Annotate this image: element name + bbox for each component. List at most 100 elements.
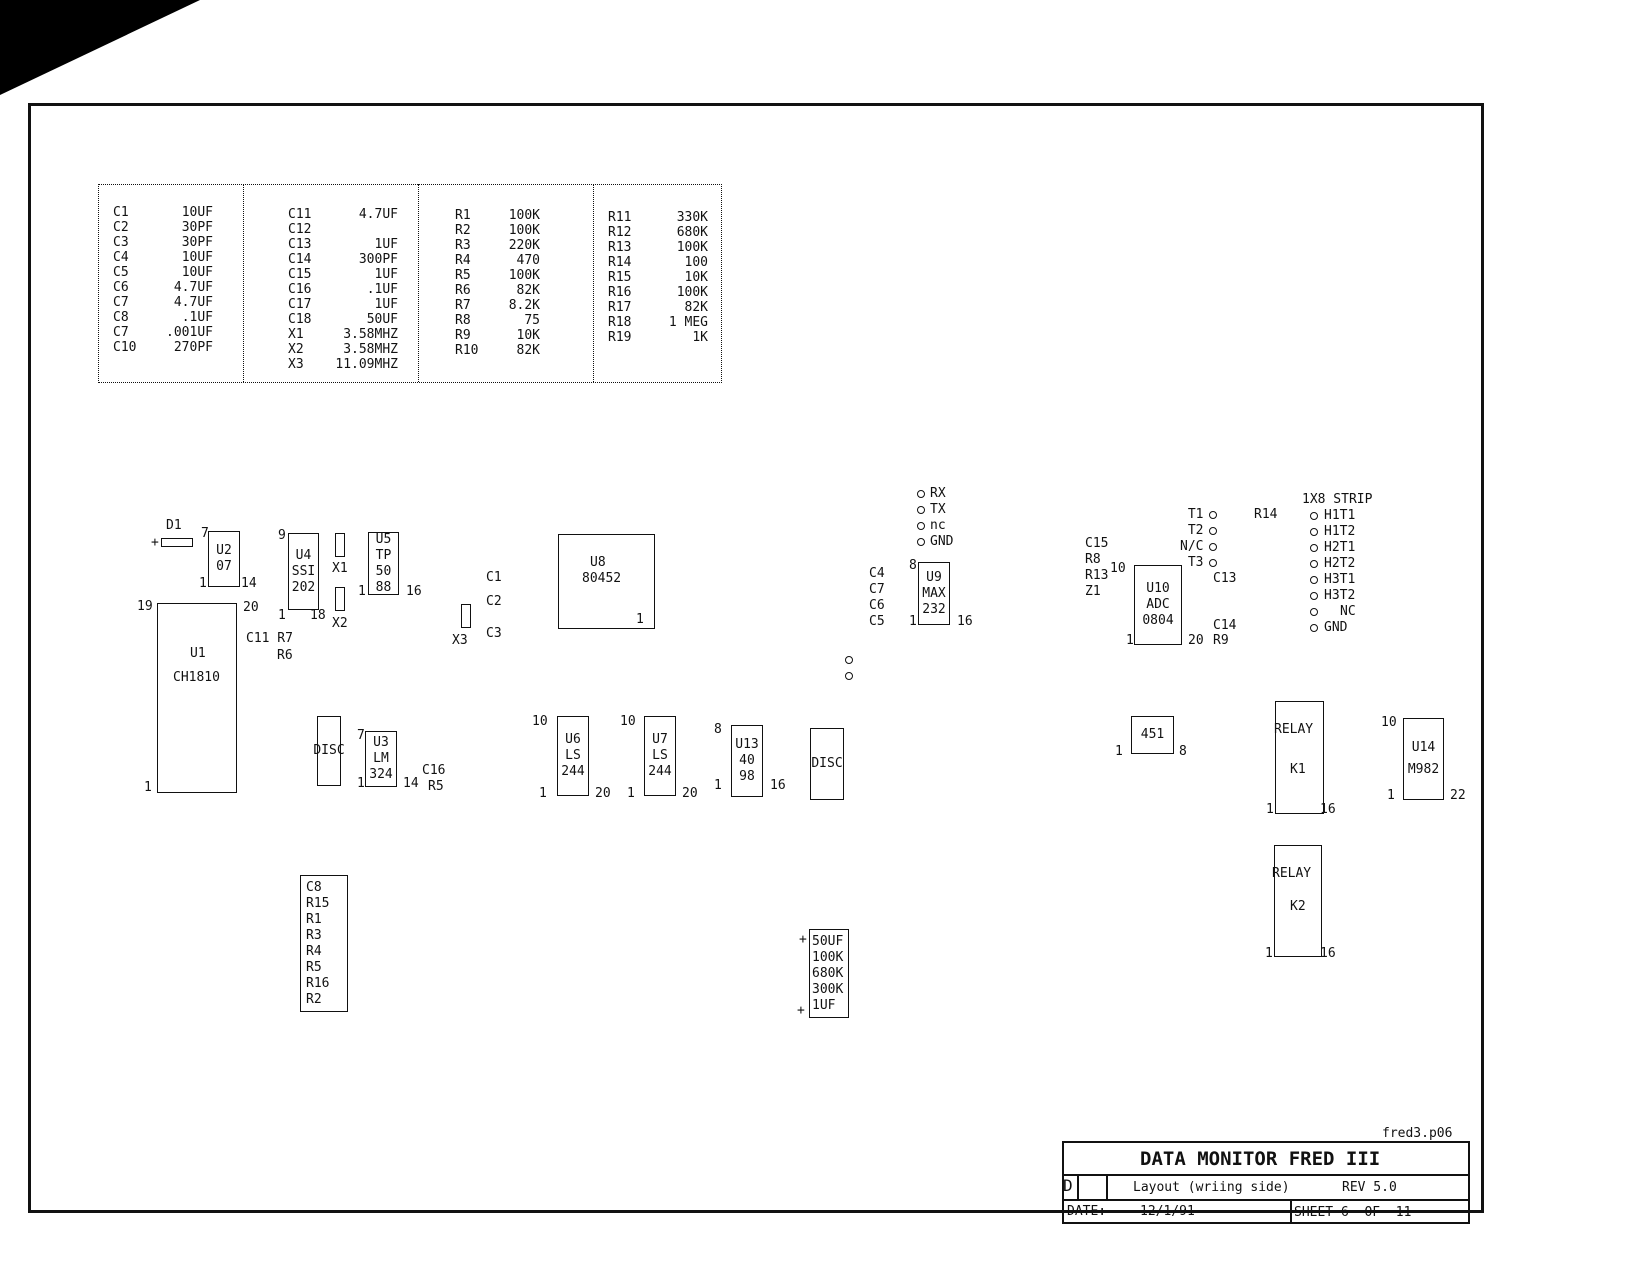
- u1-pin19: 19: [137, 599, 153, 614]
- u4-chip: U4 SSI 202: [288, 533, 319, 610]
- bom-value: 11.09MHZ: [335, 357, 398, 372]
- date-label: DATE:: [1067, 1204, 1107, 1219]
- bom-value: 10K: [684, 270, 708, 285]
- u6-chip: U6 LS 244: [557, 716, 589, 796]
- strip-pin-label: NC: [1340, 604, 1356, 619]
- u6-label: U6: [565, 732, 581, 747]
- strip-pad: [1310, 607, 1318, 616]
- u14-pin1: 1: [1387, 788, 1395, 803]
- stack-item: 300K: [812, 982, 844, 997]
- file-name: fred3.p06: [1382, 1126, 1453, 1141]
- u13-part-2: 98: [739, 769, 755, 784]
- bom-divider: [593, 184, 594, 382]
- u6-pin10: 10: [532, 714, 548, 729]
- bom-ref: C16: [288, 282, 312, 297]
- u7-pin1: 1: [627, 786, 635, 801]
- u7-part-2: 244: [648, 764, 672, 779]
- u9-pin1: 1: [909, 614, 917, 629]
- u1-chip: [157, 603, 237, 793]
- test-pad: [845, 672, 853, 680]
- bom-ref: C13: [288, 237, 312, 252]
- bom-ref: C14: [288, 252, 312, 267]
- stack-item: R4: [306, 944, 322, 959]
- title-block-divider: [1290, 1199, 1292, 1224]
- bom-value: 82K: [684, 300, 708, 315]
- bom-value: 330K: [676, 210, 708, 225]
- bom-ref: C7: [113, 295, 129, 310]
- c7-label: C7: [869, 582, 885, 597]
- u13-chip: U13 40 98: [731, 725, 763, 797]
- u8-label: U8: [590, 555, 606, 570]
- strip-pin: H3T1: [1310, 572, 1356, 587]
- u451-part: 451: [1140, 727, 1165, 742]
- test-pad: [845, 656, 853, 664]
- u4-pin9: 9: [278, 528, 286, 543]
- bom-ref: R6: [455, 283, 471, 298]
- r14-label: R14: [1254, 507, 1278, 522]
- x3-crystal: [461, 604, 471, 628]
- strip-pin: NC: [1310, 604, 1356, 619]
- serial-pad: [917, 537, 925, 546]
- stack-item: R16: [306, 976, 330, 991]
- bom-value: .1UF: [181, 310, 213, 325]
- drawing-title: DATA MONITOR FRED III: [1140, 1148, 1381, 1170]
- u1-pin20: 20: [243, 600, 259, 615]
- z1-label: Z1: [1085, 584, 1101, 599]
- stack-item: R15: [306, 896, 330, 911]
- bom-ref: R18: [608, 315, 632, 330]
- strip-pin-label: H3T1: [1324, 572, 1356, 587]
- bom-ref: R1: [455, 208, 471, 223]
- c6-label: C6: [869, 598, 885, 613]
- u2-pin7: 7: [201, 526, 209, 541]
- stack-item: 680K: [812, 966, 844, 981]
- bom-ref: R15: [608, 270, 632, 285]
- bom-value: 50UF: [366, 312, 398, 327]
- title-block-divider: [1062, 1199, 1470, 1201]
- stack2-plus-top: +: [799, 932, 807, 947]
- u9-label: U9: [926, 569, 942, 585]
- u10-pin20: 20: [1188, 633, 1204, 648]
- bom-value: 4.7UF: [358, 207, 398, 222]
- strip-pin: H1T2: [1310, 524, 1356, 539]
- bom-row: R6 82K: [455, 283, 540, 298]
- strip-title: 1X8 STRIP: [1302, 492, 1373, 507]
- bom-ref: X3: [288, 357, 304, 372]
- strip-pin-label: H1T2: [1324, 524, 1356, 539]
- strip-pad: [1310, 543, 1318, 552]
- c13-label: C13: [1213, 571, 1237, 586]
- bom-value: .1UF: [366, 282, 398, 297]
- bom-ref: R17: [608, 300, 632, 315]
- r8-label: R8: [1085, 552, 1101, 567]
- bom-value: 82K: [516, 283, 540, 298]
- drawing-border: [28, 103, 1484, 1213]
- strip-pad: [1310, 591, 1318, 600]
- date-value: 12/1/91: [1140, 1204, 1195, 1219]
- u13-label: U13: [735, 737, 759, 752]
- x2-crystal: [335, 587, 345, 611]
- scan-corner-shadow: [0, 0, 200, 95]
- u5-part-1: TP: [375, 547, 392, 563]
- c14-label: C14: [1213, 618, 1237, 633]
- strip-pin-label: H2T1: [1324, 540, 1356, 555]
- bom-ref: C3: [113, 235, 129, 250]
- c1-label: C1: [486, 570, 502, 585]
- u13-pin1: 1: [714, 778, 722, 793]
- bom-value: 680K: [676, 225, 708, 240]
- t-pad: [1209, 510, 1218, 519]
- u14-label: U14: [1411, 740, 1436, 755]
- stack-item: R1: [306, 912, 322, 927]
- title-block-divider: [1062, 1174, 1470, 1176]
- bom-ref: C7: [113, 325, 129, 340]
- bom-ref: C4: [113, 250, 129, 265]
